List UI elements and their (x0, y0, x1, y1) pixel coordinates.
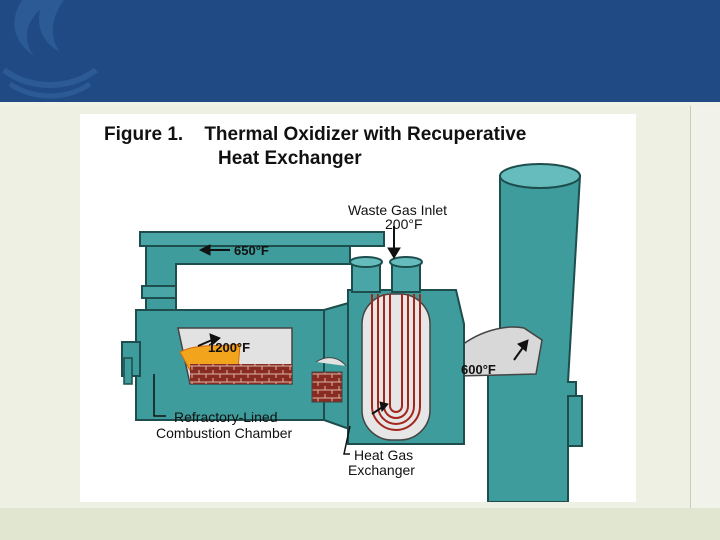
stack-temp-label: 600°F (461, 362, 496, 377)
waste-gas-temp-label: 200°F (385, 216, 423, 232)
banner-rule (0, 102, 720, 106)
heat-exchanger (311, 256, 465, 445)
figure-title-line2: Heat Exchanger (218, 148, 362, 169)
waste-gas-inlet-label: Waste Gas Inlet (348, 202, 448, 218)
thermal-oxidizer-figure: Figure 1. Thermal Oxidizer with Recupera… (80, 114, 636, 502)
figure-title-line1: Thermal Oxidizer with Recuperative (204, 124, 527, 145)
chamber-temp-label: 1200°F (208, 340, 251, 355)
oxidizer-diagram (121, 163, 583, 502)
leader-lines (153, 374, 351, 455)
exhaust-stack (455, 163, 583, 502)
chamber-label-line1: Refractory-Lined (174, 409, 278, 425)
top-banner (0, 0, 720, 102)
combustion-chamber (121, 309, 325, 421)
duct-temp-label: 650°F (234, 243, 269, 258)
exchanger-label-line2: Exchanger (348, 462, 415, 478)
chamber-label-line2: Combustion Chamber (156, 425, 293, 441)
bottom-band (0, 508, 720, 540)
figure-title: Figure 1. Thermal Oxidizer with Recupera… (104, 124, 526, 146)
logo-flame-icon (2, 0, 98, 99)
figure-number: Figure 1. (104, 124, 184, 145)
right-strip (690, 106, 720, 508)
exchanger-label-line1: Heat Gas (354, 447, 414, 463)
flow-arrow-icon (197, 226, 529, 415)
